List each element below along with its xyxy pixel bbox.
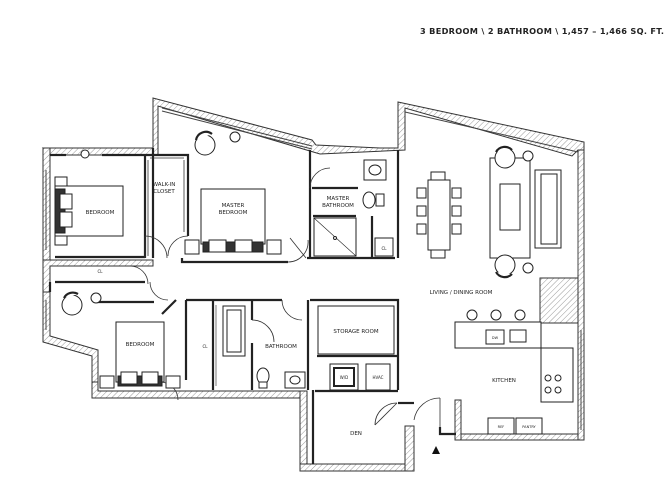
label-master-bedroom-1: MASTER bbox=[222, 203, 245, 209]
label-walk-in-2: CLOSET bbox=[153, 189, 175, 195]
plan-title: 3 BEDROOM \ 2 BATHROOM \ 1,457 – 1,466 S… bbox=[420, 26, 664, 36]
walk-in-closet-shelves bbox=[147, 157, 185, 256]
label-cl-hall: CL bbox=[97, 269, 103, 274]
interior-walls bbox=[48, 148, 456, 464]
label-kitchen: KITCHEN bbox=[492, 378, 516, 384]
master-bed bbox=[184, 130, 282, 255]
room-labels: BEDROOM WALK-IN CLOSET MASTER BEDROOM MA… bbox=[86, 182, 537, 437]
label-bedroom-2: BEDROOM bbox=[126, 342, 155, 348]
label-dw: DW bbox=[492, 336, 499, 340]
kitchen-island bbox=[454, 309, 574, 435]
label-pantry: PANTRY bbox=[522, 425, 536, 429]
label-storage: STORAGE ROOM bbox=[333, 329, 378, 335]
bathroom-fixtures bbox=[215, 305, 306, 389]
label-cl-bedroom-2: CL bbox=[202, 344, 208, 349]
bedroom-1-bed bbox=[54, 149, 124, 246]
bedroom-2-bed bbox=[61, 291, 181, 389]
master-bath-fixtures bbox=[313, 159, 394, 257]
label-ref: REF bbox=[498, 425, 505, 429]
label-bathroom: BATHROOM bbox=[265, 344, 297, 350]
label-master-bedroom-2: BEDROOM bbox=[219, 210, 248, 216]
label-master-bath-2: BATHROOM bbox=[322, 203, 354, 209]
exterior-walls bbox=[41, 97, 585, 472]
living-sofa bbox=[489, 145, 562, 279]
label-living-dining: LIVING / DINING ROOM bbox=[430, 290, 493, 296]
utility-boxes bbox=[317, 305, 395, 391]
label-den: DEN bbox=[350, 431, 362, 437]
label-wd: W/D bbox=[340, 375, 348, 380]
label-walk-in-1: WALK-IN bbox=[153, 182, 176, 188]
entry-arrow-icon bbox=[432, 446, 440, 454]
dining-table bbox=[416, 171, 462, 259]
label-bedroom-1: BEDROOM bbox=[86, 210, 115, 216]
label-master-bath-1: MASTER bbox=[327, 196, 350, 202]
label-hvac: HVAC bbox=[373, 375, 384, 380]
windows bbox=[45, 107, 582, 430]
label-cl-master-bath: CL bbox=[381, 246, 387, 251]
